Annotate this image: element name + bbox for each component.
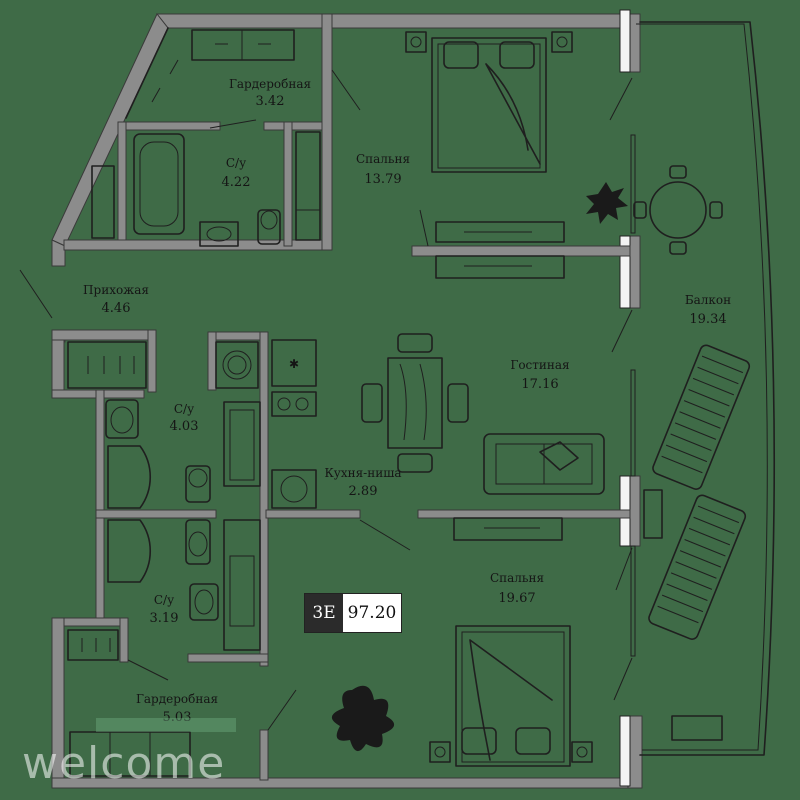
outer-walls bbox=[51, 9, 643, 789]
plant-icons bbox=[331, 182, 628, 752]
room-name-bath-top: С/у bbox=[226, 156, 246, 170]
room-name-bedroom-bottom: Спальня bbox=[490, 571, 544, 585]
room-labels: Гардеробная 3.42 С/у 4.22 Спальня 13.79 … bbox=[83, 77, 731, 725]
kitchen-fixtures: ✱ bbox=[215, 339, 317, 651]
wardrobe-top-fixtures bbox=[125, 27, 295, 119]
room-area-bedroom-top: 13.79 bbox=[364, 172, 401, 187]
unit-type-label: 3E bbox=[305, 594, 343, 632]
bath-bottom-fixtures bbox=[107, 519, 219, 621]
living-tv-unit bbox=[435, 255, 565, 541]
apartment-badge: 3E 97.20 bbox=[304, 593, 402, 633]
watermark-logo: welcome bbox=[22, 738, 226, 789]
room-name-hall: Прихожая bbox=[83, 283, 149, 297]
door-swings bbox=[19, 69, 633, 731]
room-area-bath-top: 4.22 bbox=[222, 175, 251, 190]
svg-text:✱: ✱ bbox=[289, 357, 299, 371]
room-area-bedroom-bottom: 19.67 bbox=[498, 591, 535, 606]
room-name-wardrobe-top: Гардеробная bbox=[229, 77, 311, 91]
room-area-balcony: 19.34 bbox=[689, 312, 726, 327]
balcony-table bbox=[633, 165, 723, 255]
room-name-bath-bottom: С/у bbox=[154, 593, 174, 607]
room-name-wardrobe-bottom: Гардеробная bbox=[136, 692, 218, 706]
bedroom-bottom-fixtures bbox=[429, 625, 593, 767]
room-name-bedroom-top: Спальня bbox=[356, 152, 410, 166]
total-area-label: 97.20 bbox=[347, 603, 397, 623]
sun-loungers bbox=[643, 344, 751, 741]
bath-top-fixtures bbox=[91, 131, 321, 247]
room-area-wardrobe-top: 3.42 bbox=[256, 94, 285, 109]
room-area-bath-bottom: 3.19 bbox=[150, 611, 179, 626]
interior-walls bbox=[63, 13, 631, 781]
room-area-bath-mid: 4.03 bbox=[170, 419, 199, 434]
room-name-bath-mid: С/у bbox=[174, 402, 194, 416]
room-area-wardrobe-bottom: 5.03 bbox=[163, 710, 192, 725]
room-name-living: Гостиная bbox=[510, 358, 569, 372]
dining-table bbox=[361, 333, 469, 473]
sofa bbox=[483, 433, 605, 495]
room-area-living: 17.16 bbox=[521, 377, 558, 392]
bath-mid-fixtures bbox=[105, 399, 211, 509]
balcony-outline bbox=[630, 21, 776, 756]
bedroom-top-fixtures bbox=[405, 31, 573, 243]
room-name-balcony: Балкон bbox=[685, 293, 731, 307]
wardrobe-bottom-fixtures bbox=[67, 629, 191, 777]
room-name-kitchen: Кухня-ниша bbox=[324, 466, 401, 480]
hall-wardrobe bbox=[67, 341, 147, 389]
watermark-tag bbox=[96, 718, 236, 732]
room-area-hall: 4.46 bbox=[102, 301, 131, 316]
room-area-kitchen: 2.89 bbox=[349, 484, 378, 499]
